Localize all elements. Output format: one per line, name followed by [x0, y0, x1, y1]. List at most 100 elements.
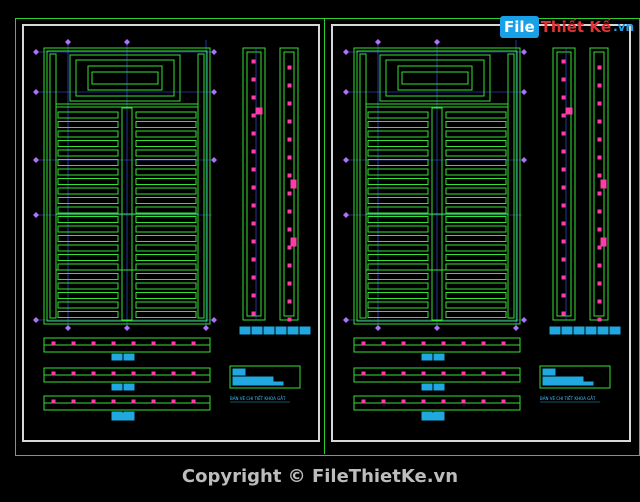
door-inner-frame	[46, 50, 208, 322]
axis-marker	[513, 325, 519, 331]
door-inner-frame	[356, 50, 518, 322]
louvre-slat-right	[445, 140, 507, 147]
title-block-logo	[542, 368, 556, 376]
axis-marker	[33, 157, 39, 163]
section-detail-mark	[565, 107, 573, 115]
dimension-tick	[287, 101, 292, 106]
door-stile-left	[49, 53, 57, 319]
louvre-slat-right	[445, 225, 507, 233]
dimension-tick	[171, 341, 176, 346]
axis-marker	[434, 325, 440, 331]
dimension-tick	[131, 341, 136, 346]
dimension-tick	[481, 371, 486, 376]
axis-marker	[343, 157, 349, 163]
filethietke-logo: File Thiết Kế .vn	[500, 12, 634, 42]
dimension-tick	[361, 371, 366, 376]
dimension-tick	[91, 341, 96, 346]
axis-marker	[521, 89, 527, 95]
louvre-slat-left	[367, 235, 429, 242]
dimension-tick	[597, 155, 602, 160]
axis-marker	[33, 49, 39, 55]
dimension-tick	[287, 317, 292, 322]
top-panel-outer	[69, 54, 181, 102]
section-label-block	[561, 326, 573, 335]
section-detail-mark	[600, 179, 607, 189]
louvre-slat-left	[367, 292, 429, 299]
dimension-tick	[561, 203, 566, 208]
dimension-tick	[287, 191, 292, 196]
louvre-slat-right	[445, 187, 507, 195]
louvre-slat-right	[445, 149, 507, 157]
dimension-tick	[287, 65, 292, 70]
top-panel-mid	[385, 59, 485, 97]
copyright-watermark: Copyright © FileThietKe.vn	[181, 466, 459, 487]
dimension-tick	[251, 203, 256, 208]
axis-marker	[33, 317, 39, 323]
louvre-slat-right	[135, 140, 197, 147]
section-view-a	[552, 47, 576, 321]
axis-marker	[33, 89, 39, 95]
dimension-tick	[481, 399, 486, 404]
axis-marker	[343, 89, 349, 95]
top-panel-core	[91, 71, 159, 85]
louvre-slat-right	[135, 178, 197, 185]
dimension-tick	[421, 399, 426, 404]
dimension-tick	[421, 341, 426, 346]
door-stile-left	[359, 53, 367, 319]
louvre-slat-right	[135, 225, 197, 233]
dimension-tick	[597, 209, 602, 214]
louvre-slat-left	[367, 301, 429, 309]
dimension-tick	[111, 371, 116, 376]
section-detail-mark	[255, 107, 263, 115]
louvre-slat-left	[367, 111, 429, 119]
dimension-tick	[251, 239, 256, 244]
louvre-slat-right	[135, 235, 197, 242]
louvre-slat-right	[445, 292, 507, 299]
dimension-tick	[251, 257, 256, 262]
louvre-slat-right	[135, 273, 197, 280]
louvre-slat-right	[135, 149, 197, 157]
louvre-slat-left	[367, 130, 429, 138]
dimension-tick	[597, 299, 602, 304]
dimension-tick	[561, 257, 566, 262]
dimension-tick	[131, 399, 136, 404]
louvre-slat-left	[367, 178, 429, 185]
dimension-tick	[251, 131, 256, 136]
louvre-slat-left	[367, 282, 429, 290]
dimension-tick	[151, 399, 156, 404]
louvre-slat-right	[135, 282, 197, 290]
louvre-slat-left	[367, 187, 429, 195]
dimension-tick	[51, 399, 56, 404]
louvre-slat-left	[367, 121, 429, 128]
dimension-tick	[251, 113, 256, 118]
section-label-block	[123, 353, 135, 361]
top-panel-outer	[379, 54, 491, 102]
section-label-block	[573, 326, 585, 335]
louvre-slat-right	[135, 292, 197, 299]
dimension-tick	[441, 341, 446, 346]
louvre-slat-right	[445, 111, 507, 119]
louvre-slat-left	[57, 187, 119, 195]
dimension-tick	[597, 227, 602, 232]
dimension-tick	[597, 173, 602, 178]
louvre-slat-right	[135, 254, 197, 261]
axis-marker	[211, 89, 217, 95]
dimension-tick	[501, 371, 506, 376]
louvre-slat-left	[57, 254, 119, 261]
axis-marker	[375, 325, 381, 331]
dimension-tick	[287, 119, 292, 124]
louvre-slat-left	[367, 206, 429, 214]
section-label-block	[609, 326, 621, 335]
dimension-tick	[287, 263, 292, 268]
dimension-tick	[597, 119, 602, 124]
dimension-tick	[71, 371, 76, 376]
louvre-slat-left	[57, 206, 119, 214]
dimension-tick	[287, 299, 292, 304]
louvre-slat-right	[135, 216, 197, 223]
louvre-slat-left	[57, 235, 119, 242]
dimension-tick	[287, 83, 292, 88]
dimension-tick	[251, 167, 256, 172]
louvre-slat-right	[445, 121, 507, 128]
louvre-slat-right	[445, 244, 507, 252]
axis-marker	[343, 317, 349, 323]
